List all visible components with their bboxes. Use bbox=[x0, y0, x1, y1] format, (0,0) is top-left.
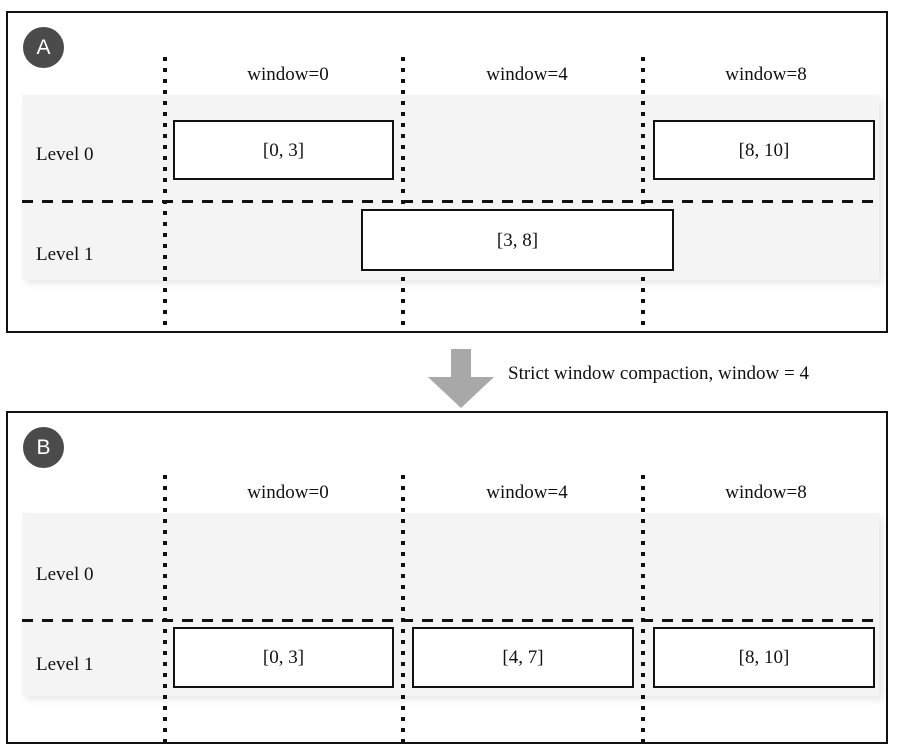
panel-b-box-0-3[interactable]: [0, 3] bbox=[173, 627, 394, 688]
panel-a: A window=0 window=4 window=8 Level 0 Lev… bbox=[6, 11, 888, 333]
panel-a-column-label-window-0: window=0 bbox=[247, 64, 329, 85]
panel-a-level-label-0: Level 0 bbox=[36, 144, 94, 165]
panel-b-column-label-window-4: window=4 bbox=[486, 482, 568, 503]
panel-a-window-separator-4 bbox=[401, 57, 405, 327]
panel-a-level-label-1: Level 1 bbox=[36, 244, 94, 265]
panel-a-box-0-3[interactable]: [0, 3] bbox=[173, 120, 394, 180]
panel-b-window-separator-0 bbox=[163, 475, 167, 743]
panel-a-box-3-8[interactable]: [3, 8] bbox=[361, 209, 674, 271]
panel-a-level-divider bbox=[22, 200, 879, 203]
panel-a-column-label-window-4: window=4 bbox=[486, 64, 568, 85]
panel-b: B window=0 window=4 window=8 Level 0 Lev… bbox=[6, 411, 888, 744]
panel-b-box-8-10[interactable]: [8, 10] bbox=[653, 627, 875, 688]
panel-a-column-label-window-8: window=8 bbox=[725, 64, 807, 85]
panel-a-window-separator-0 bbox=[163, 57, 167, 327]
panel-b-box-4-7[interactable]: [4, 7] bbox=[412, 627, 634, 688]
panel-b-window-separator-8 bbox=[641, 475, 645, 743]
panel-b-badge: B bbox=[23, 427, 64, 468]
panel-a-window-separator-8 bbox=[641, 57, 645, 327]
panel-b-level-divider bbox=[22, 619, 879, 622]
panel-b-level-label-1: Level 1 bbox=[36, 654, 94, 675]
transition-caption: Strict window compaction, window = 4 bbox=[508, 363, 809, 384]
panel-b-column-label-window-0: window=0 bbox=[247, 482, 329, 503]
panel-a-badge: A bbox=[23, 27, 64, 68]
panel-b-level-label-0: Level 0 bbox=[36, 564, 94, 585]
panel-b-column-label-window-8: window=8 bbox=[725, 482, 807, 503]
down-arrow-icon bbox=[428, 349, 494, 408]
panel-a-box-8-10[interactable]: [8, 10] bbox=[653, 120, 875, 180]
panel-b-window-separator-4 bbox=[401, 475, 405, 743]
